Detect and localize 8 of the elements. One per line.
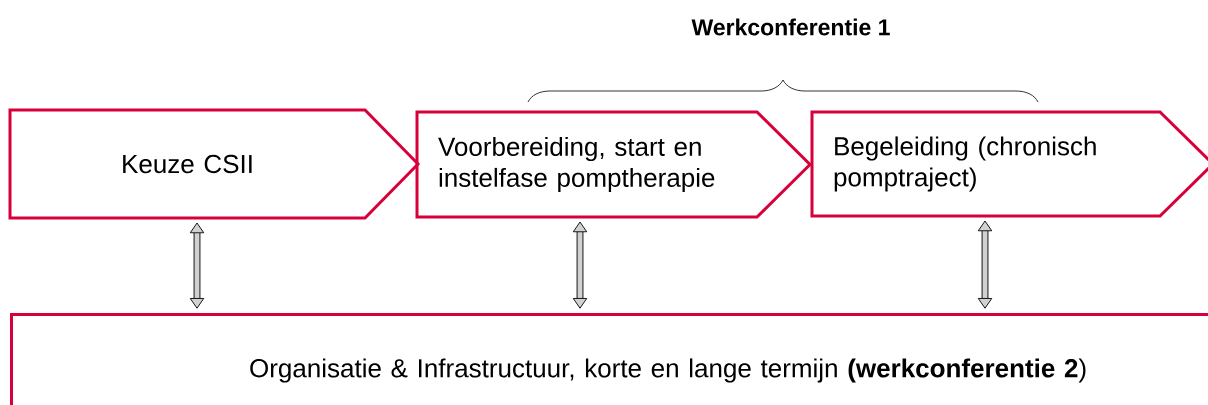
double-arrow bbox=[572, 221, 588, 309]
double-arrow bbox=[977, 220, 993, 309]
chevron-box: Begeleiding (chronisch pomptraject) bbox=[810, 110, 1208, 218]
process-band: Organisatie & Infrastructuur, korte en lange termijn (werkconferentie 2) bbox=[10, 313, 1208, 405]
chevron-box: Keuze CSII bbox=[8, 108, 421, 220]
chevron-box: Voorbereiding, start en instelfase pomptherapie bbox=[415, 110, 813, 219]
double-arrow bbox=[189, 222, 205, 309]
heading: Werkconferentie 1 bbox=[691, 18, 890, 36]
